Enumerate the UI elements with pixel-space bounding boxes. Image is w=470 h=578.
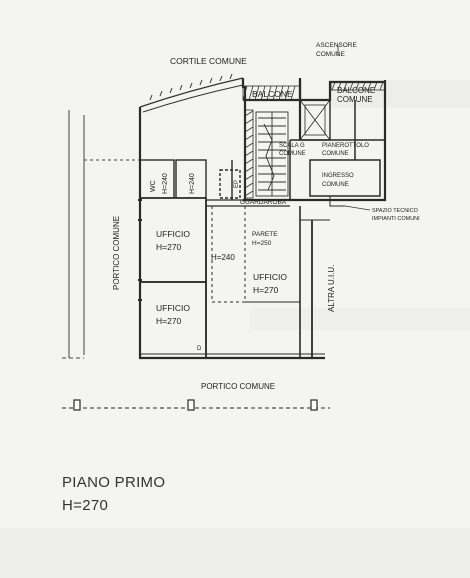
floor-height: H=270: [62, 497, 109, 514]
parete-label: PARETE: [252, 231, 278, 238]
corridor-height-label: H=240: [211, 253, 235, 262]
ascensore-label: ASCENSORE: [316, 42, 357, 49]
ufficio-2-height-label: H=270: [253, 285, 279, 295]
balcone-left-label: BALCONE: [252, 89, 293, 99]
hatched-walls: [242, 81, 386, 199]
portico-left-label: PORTICO COMUNE: [112, 216, 121, 290]
spazio-tecnico-sub-label: IMPIANTI COMUNI: [372, 216, 420, 222]
balcone-right-sub-label: COMUNE: [337, 95, 373, 104]
ingresso-label: INGRESSO: [322, 173, 354, 179]
guardaroba-label: GUARDAROBA: [240, 199, 287, 206]
common-area-walls: [289, 100, 385, 207]
parete-height-label: H=250: [252, 240, 272, 247]
ep-label: EP: [234, 180, 240, 188]
ufficio-3-label: UFFICIO: [156, 303, 190, 313]
spazio-tecnico-label: SPAZIO TECNICO: [372, 208, 419, 214]
scan-smudge: [250, 308, 470, 330]
office-walls: [139, 197, 330, 359]
scan-smudge: [330, 80, 470, 108]
scala-sub-label: COMUNE: [279, 151, 306, 157]
ufficio-2-label: UFFICIO: [253, 272, 287, 282]
cortile-label: CORTILE COMUNE: [170, 56, 247, 66]
portico-bottom-label: PORTICO COMUNE: [201, 382, 275, 391]
ufficio-1-label: UFFICIO: [156, 229, 190, 239]
elevator-shaft: [299, 99, 331, 141]
pianerottolo-sub-label: COMUNE: [322, 151, 349, 157]
scan-smudge: [0, 528, 470, 578]
balcone-right-label: BALCONE: [337, 86, 375, 95]
window-marks: [138, 199, 142, 301]
wc2-height-label: H=240: [189, 173, 196, 194]
room-labels: CORTILE COMUNE ASCENSORE COMUNE BALCONE …: [112, 42, 420, 391]
wc-height-label: H=240: [162, 173, 169, 194]
balcony-curve: [139, 73, 244, 113]
guardaroba-band: [206, 199, 290, 207]
leader-lines: [337, 45, 371, 211]
scala-label: SCALA G: [279, 143, 305, 149]
ufficio-1-height-label: H=270: [156, 242, 182, 252]
portico-pillars: [62, 399, 330, 411]
ascensore-sub-label: COMUNE: [316, 51, 346, 58]
door-marker-label: D: [197, 346, 202, 352]
stair-well: [255, 111, 289, 197]
ufficio-3-height-label: H=270: [156, 316, 182, 326]
wc-label: WC: [150, 180, 157, 192]
portico-boundary: [62, 110, 140, 359]
pianerottolo-label: PIANEROTTOLO: [322, 143, 369, 149]
floor-title: PIANO PRIMO: [62, 474, 166, 491]
ingresso-sub-label: COMUNE: [322, 182, 349, 188]
altra-uiu-label: ALTRA U.I.U.: [327, 265, 336, 312]
